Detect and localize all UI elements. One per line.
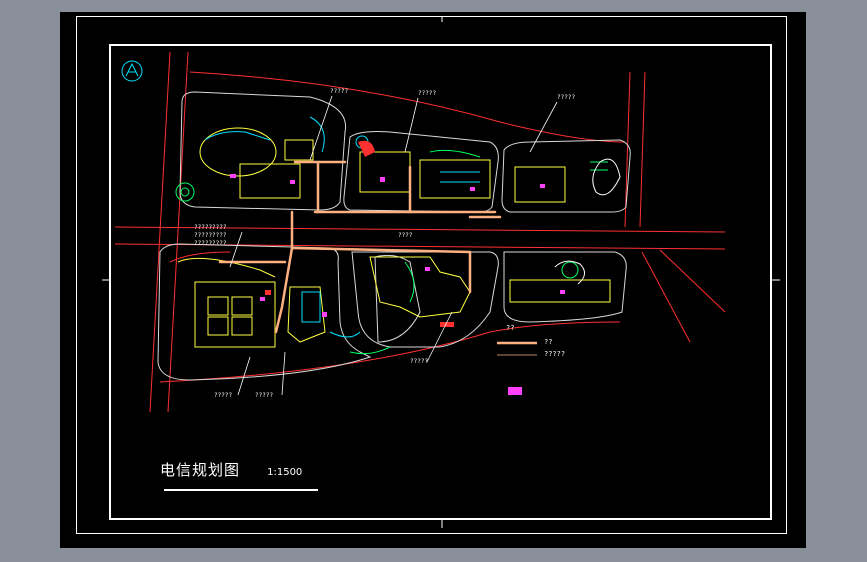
plaza-pattern bbox=[554, 158, 621, 285]
annotation-bottom-left-1: ????? bbox=[214, 392, 233, 399]
drawing-sheet: ????? ????? ????? ????????? ????????? ??… bbox=[60, 12, 806, 548]
annotation-top-left: ????? bbox=[330, 88, 349, 95]
annotation-mid-left-3: ????????? bbox=[194, 240, 227, 247]
block-outlines bbox=[157, 91, 631, 381]
magenta-markers bbox=[230, 174, 565, 395]
drawing-scale: 1:1500 bbox=[267, 467, 303, 478]
legend-row2-label: ????? bbox=[544, 350, 566, 358]
landscape bbox=[175, 149, 608, 355]
leader-lines bbox=[229, 95, 558, 396]
annotation-mid-left-1: ????????? bbox=[194, 224, 227, 231]
outer-frame bbox=[76, 16, 787, 534]
buildings bbox=[177, 127, 611, 348]
legend-heading: ?? bbox=[506, 324, 515, 332]
annotation-bottom-left-2: ????? bbox=[255, 392, 274, 399]
annotation-top-right: ????? bbox=[557, 94, 576, 101]
compass-icon bbox=[121, 60, 143, 82]
title-block: 电信规划图 1:1500 bbox=[160, 459, 302, 480]
legend-row1-label: ?? bbox=[544, 338, 553, 346]
inner-frame bbox=[109, 44, 772, 520]
telecom-trunk bbox=[218, 160, 502, 334]
crop-marks bbox=[102, 16, 780, 528]
site-plan bbox=[102, 16, 780, 528]
title-underline bbox=[164, 489, 318, 491]
annotation-bottom-center: ????? bbox=[410, 358, 429, 365]
drawing-title: 电信规划图 bbox=[160, 461, 241, 479]
annotation-mid-center: ???? bbox=[398, 232, 413, 239]
building-details bbox=[204, 116, 480, 338]
annotation-top-center: ????? bbox=[418, 90, 437, 97]
annotation-mid-left-2: ????????? bbox=[194, 232, 227, 239]
red-markers bbox=[265, 140, 454, 327]
legend-graphics bbox=[497, 341, 537, 356]
